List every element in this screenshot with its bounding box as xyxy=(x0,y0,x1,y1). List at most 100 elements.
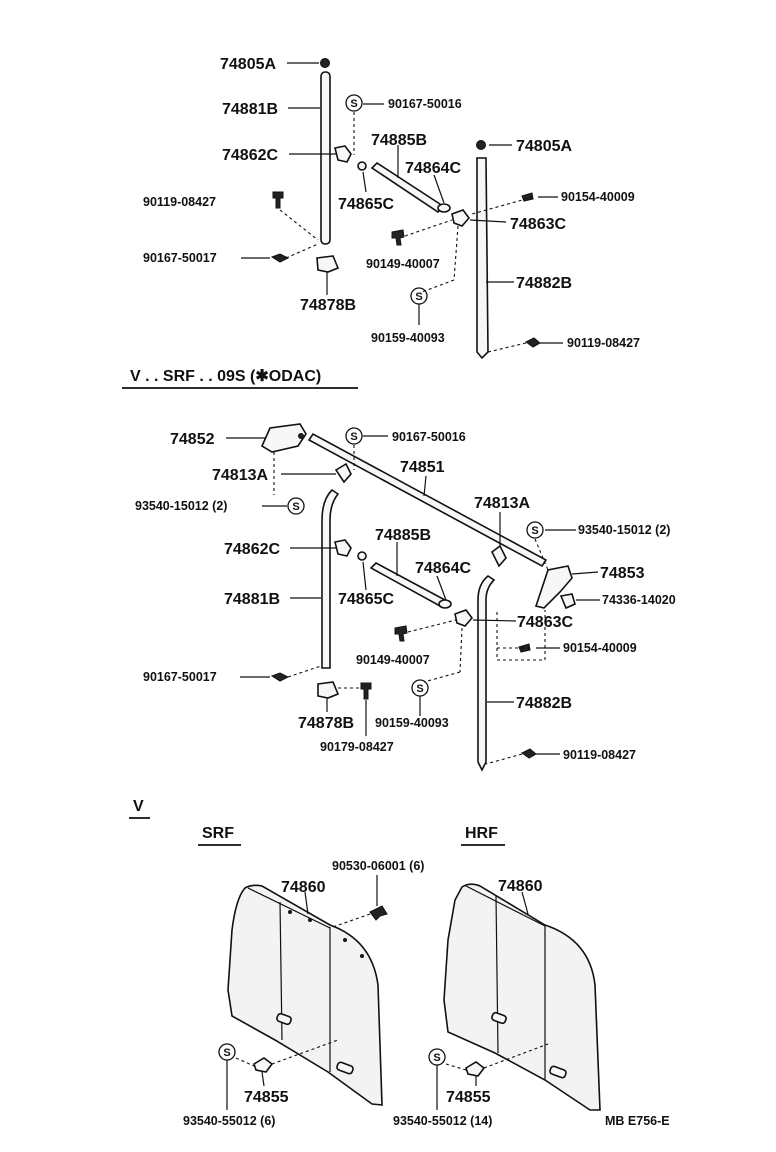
top-assembly: S S 74805A 74881B 90167-50016 xyxy=(143,56,640,360)
joint-74862C-mid xyxy=(334,539,352,557)
label-90167-50016-mid: 90167-50016 xyxy=(392,430,466,444)
cap-74805A-right xyxy=(476,140,486,150)
label-74881B: 74881B xyxy=(222,101,278,118)
label-74864C: 74864C xyxy=(405,160,461,177)
label-74336-14020: 74336-14020 xyxy=(602,593,676,607)
label-74862C-mid: 74862C xyxy=(224,541,280,558)
joint-74863C-mid xyxy=(454,609,474,627)
screw-mark-90167-50016-mid: S xyxy=(345,427,363,445)
bolt-90154-40009-mid xyxy=(518,643,531,653)
joint-74813A-right xyxy=(490,544,507,568)
label-90149-40007-mid: 90149-40007 xyxy=(356,653,430,667)
label-74865C: 74865C xyxy=(338,196,394,213)
bolt-90167-50017-mid xyxy=(270,672,290,682)
label-90119-08427: 90119-08427 xyxy=(143,195,216,209)
label-90530-06001: 90530-06001 (6) xyxy=(332,859,424,873)
svg-text:S: S xyxy=(415,291,422,303)
svg-text:S: S xyxy=(531,525,538,537)
svg-text:S: S xyxy=(223,1047,230,1059)
joint-74863C xyxy=(451,209,471,227)
label-74852: 74852 xyxy=(170,431,215,448)
label-93540-15012-left: 93540-15012 (2) xyxy=(135,499,227,513)
section-title: V . . SRF . . 09S (✱ODAC) xyxy=(130,368,321,385)
label-74863C: 74863C xyxy=(510,216,566,233)
label-90119-08427-mid: 90119-08427 xyxy=(563,748,636,762)
ring-74865C-mid xyxy=(357,551,367,561)
label-74885B-mid: 74885B xyxy=(375,527,431,544)
panel-74860-srf xyxy=(227,884,383,1106)
bolt-90149-40007-mid xyxy=(394,625,408,642)
joint-74813A xyxy=(334,462,352,484)
label-74864C-mid: 74864C xyxy=(415,560,471,577)
ring-74865C xyxy=(357,161,367,171)
srf-title: SRF xyxy=(202,825,234,842)
svg-text:S: S xyxy=(433,1052,440,1064)
svg-text:S: S xyxy=(292,501,299,513)
label-74855-hrf: 74855 xyxy=(446,1089,491,1106)
rod-74881B xyxy=(320,71,331,245)
cap-74805A xyxy=(320,58,330,68)
label-74805A-right: 74805A xyxy=(516,138,572,155)
bolt-90149-40007 xyxy=(391,229,405,246)
screw-mark-93540-15012-right: S xyxy=(526,521,544,539)
label-74860-srf: 74860 xyxy=(281,879,326,896)
middle-assembly: S S S S xyxy=(135,423,676,772)
label-74863C-mid: 74863C xyxy=(517,614,573,631)
label-90159-40093: 90159-40093 xyxy=(371,331,445,345)
label-90159-40093-mid: 90159-40093 xyxy=(375,716,449,730)
rod-74882B xyxy=(476,157,489,360)
bolt-90179-08427 xyxy=(360,682,372,700)
label-93540-15012-right: 93540-15012 (2) xyxy=(578,523,670,537)
bolt-90119-08427-mid xyxy=(521,748,537,759)
joint-74864C xyxy=(437,203,451,213)
label-74855-srf: 74855 xyxy=(244,1089,289,1106)
section-v: V xyxy=(133,798,144,815)
label-74851: 74851 xyxy=(400,459,445,476)
label-74882B-mid: 74882B xyxy=(516,695,572,712)
screw-mark-93540-55012-srf: S xyxy=(218,1043,236,1061)
joint-74864C-mid xyxy=(438,599,452,609)
screw-mark-93540-55012-hrf: S xyxy=(428,1048,446,1066)
label-74882B: 74882B xyxy=(516,275,572,292)
bracket-74878B-mid xyxy=(317,681,340,699)
label-90154-40009: 90154-40009 xyxy=(561,190,635,204)
label-74860-hrf: 74860 xyxy=(498,878,543,895)
screw-mark-93540-15012-left: S xyxy=(287,497,305,515)
label-90167-50017-mid: 90167-50017 xyxy=(143,670,217,684)
label-93540-55012-srf: 93540-55012 (6) xyxy=(183,1114,275,1128)
clip-74855-srf xyxy=(253,1057,274,1073)
hrf-title: HRF xyxy=(465,825,498,842)
label-74885B: 74885B xyxy=(371,132,427,149)
joint-74862C xyxy=(334,145,352,163)
label-74878B: 74878B xyxy=(300,297,356,314)
svg-text:S: S xyxy=(350,98,357,110)
bolt-90167-50017 xyxy=(270,253,290,263)
panel-74860-hrf xyxy=(443,883,601,1111)
bottom-section: V SRF HRF S xyxy=(129,798,670,1128)
bolt-90119-08427 xyxy=(272,191,284,209)
label-74865C-mid: 74865C xyxy=(338,591,394,608)
svg-text:S: S xyxy=(350,431,357,443)
label-74805A: 74805A xyxy=(220,56,276,73)
bracket-74878B xyxy=(316,255,340,273)
screw-mark-90159-40093-mid: S xyxy=(411,679,429,697)
rod-74881B-mid xyxy=(321,488,340,669)
label-74881B-mid: 74881B xyxy=(224,591,280,608)
label-90119-08427-right: 90119-08427 xyxy=(567,336,640,350)
label-90149-40007: 90149-40007 xyxy=(366,257,440,271)
label-93540-55012-hrf: 93540-55012 (14) xyxy=(393,1114,492,1128)
bolt-90119-08427-right xyxy=(525,337,541,348)
label-74813A-right: 74813A xyxy=(474,495,530,512)
rod-74882B-mid xyxy=(477,575,496,772)
label-90179-08427: 90179-08427 xyxy=(320,740,394,754)
plate-74853 xyxy=(534,565,573,609)
diagram-code: MB E756-E xyxy=(605,1114,670,1128)
screw-mark-90159-40093: S xyxy=(410,287,428,305)
label-74862C: 74862C xyxy=(222,147,278,164)
clip-74855-hrf xyxy=(465,1061,486,1077)
label-90167-50016: 90167-50016 xyxy=(388,97,462,111)
label-74878B-mid: 74878B xyxy=(298,715,354,732)
label-74813A: 74813A xyxy=(212,467,268,484)
plate-74852 xyxy=(260,423,307,453)
